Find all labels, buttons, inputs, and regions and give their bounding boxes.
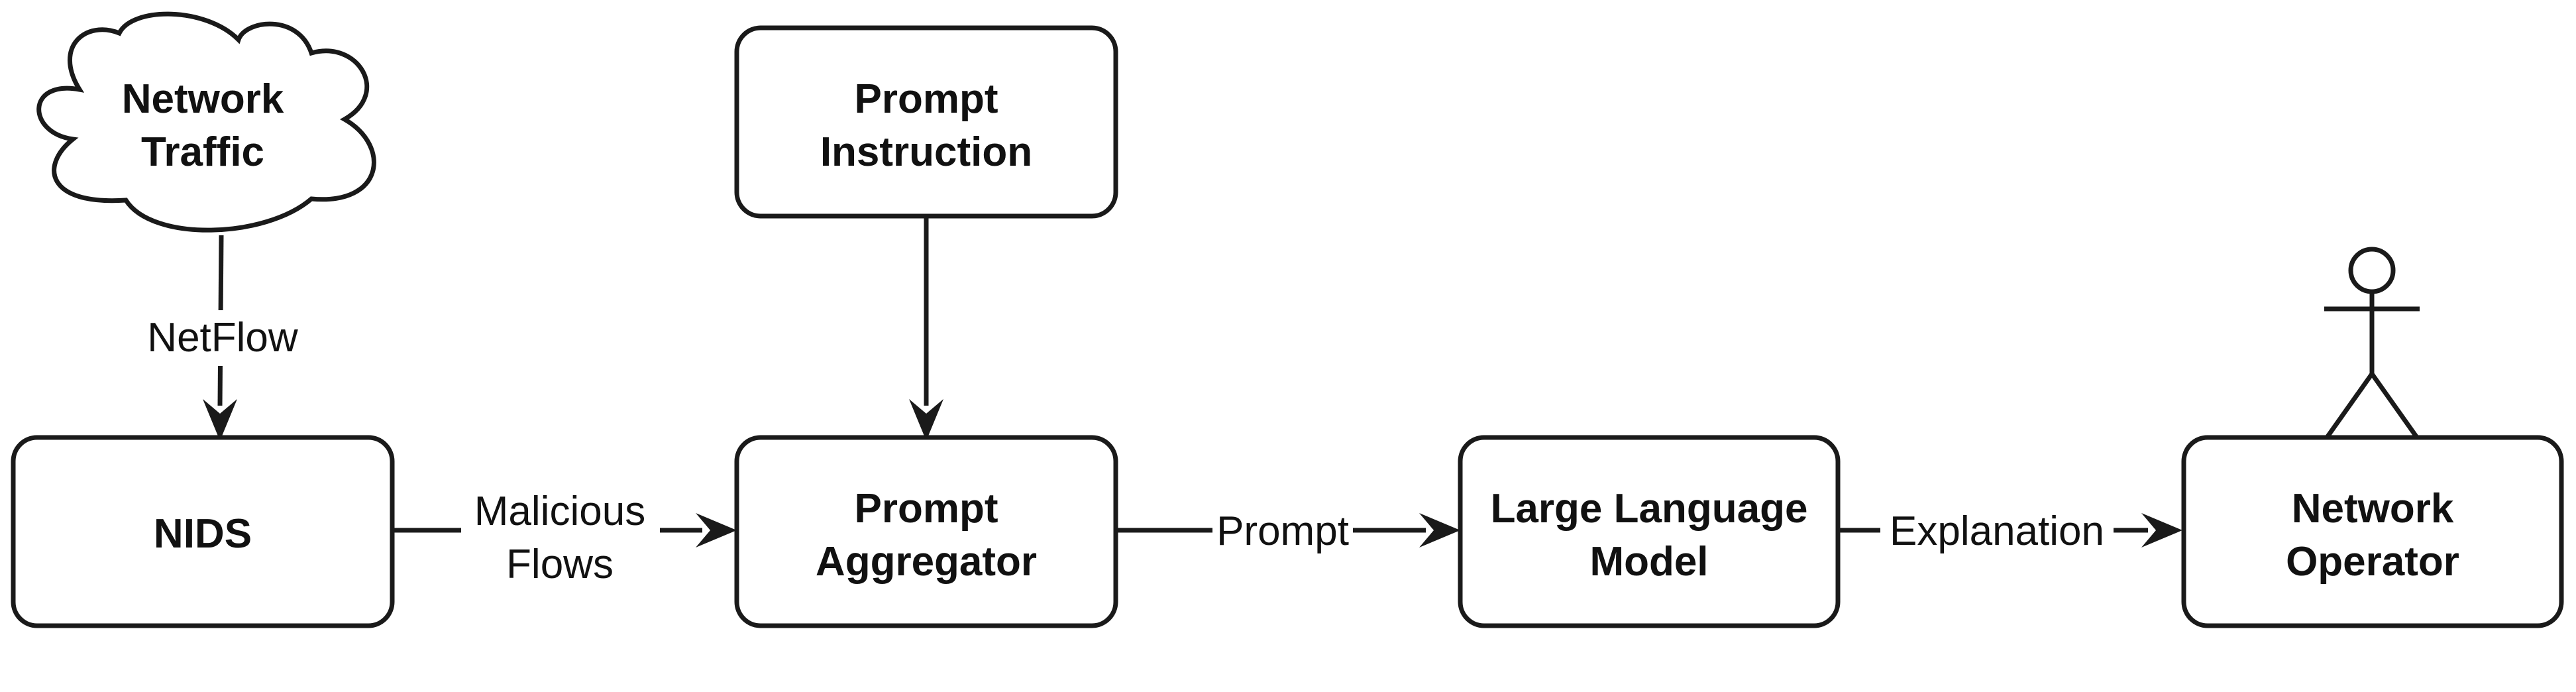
edge-explanation: Explanation	[1838, 502, 2182, 558]
large-language-model-label-line1: Large Language	[1491, 486, 1808, 532]
node-network-operator: Network Operator	[2181, 247, 2564, 628]
large-language-model-box	[1458, 435, 1841, 628]
network-traffic-label-line2: Traffic	[141, 129, 264, 175]
prompt-aggregator-label-line2: Aggregator	[816, 539, 1037, 585]
prompt-instruction-box	[734, 25, 1118, 219]
instruction-arrowhead	[909, 399, 943, 441]
network-operator-box	[2181, 435, 2564, 628]
nids-box	[11, 435, 395, 628]
network-traffic-label-line1: Network	[122, 76, 284, 122]
node-prompt-aggregator: Prompt Aggregator	[734, 435, 1118, 628]
explanation-arrowhead	[2141, 513, 2182, 548]
person-icon	[2324, 247, 2420, 439]
explanation-label-bg	[1880, 502, 2114, 558]
network-operator-label-line2: Operator	[2286, 539, 2459, 585]
large-language-model-label-line2: Model	[1589, 539, 1708, 585]
edge-instruction	[909, 216, 943, 441]
node-large-language-model: Large Language Model	[1458, 435, 1841, 628]
node-nids: NIDS	[11, 435, 395, 628]
explanation-label: Explanation	[1890, 508, 2104, 554]
malicious-flows-arrowhead	[696, 513, 737, 548]
prompt-label-bg	[1212, 502, 1353, 558]
edge-netflow: NetFlow	[136, 235, 308, 441]
prompt-instruction-label-line2: Instruction	[820, 129, 1032, 175]
netflow-label: NetFlow	[147, 315, 298, 361]
edge-malicious-flows: Malicious Flows	[392, 484, 737, 590]
prompt-aggregator-box	[734, 435, 1118, 628]
netflow-arrowhead	[203, 399, 237, 441]
network-operator-label-line1: Network	[2292, 486, 2454, 532]
prompt-instruction-label-line1: Prompt	[855, 76, 998, 122]
cloud-shape	[36, 11, 376, 233]
netflow-label-bg	[136, 310, 308, 366]
malicious-flows-label-line1: Malicious	[474, 489, 645, 534]
node-prompt-instruction: Prompt Instruction	[734, 25, 1118, 219]
nids-label: NIDS	[154, 511, 252, 557]
prompt-arrowhead	[1419, 513, 1460, 548]
node-network-traffic: Network Traffic	[36, 11, 376, 233]
prompt-aggregator-label-line1: Prompt	[855, 486, 998, 532]
malicious-flows-label-line2: Flows	[506, 542, 614, 587]
edge-prompt: Prompt	[1116, 502, 1460, 558]
prompt-edge-label: Prompt	[1216, 508, 1349, 554]
malicious-flows-label-bg	[461, 484, 660, 590]
